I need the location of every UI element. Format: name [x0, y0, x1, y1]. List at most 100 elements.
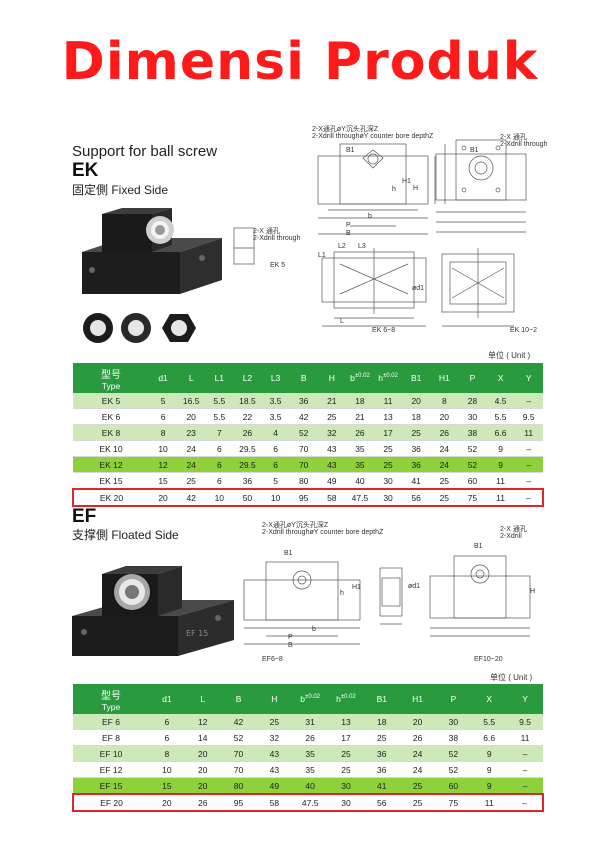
ef-header-h-small: h±0.02: [328, 684, 364, 714]
ef-dim-b1-right: B1: [474, 543, 483, 550]
ef-spec-table: 型号 Type d1 L B H b±0.02 h±0.02 B1 H1 P X…: [72, 684, 544, 812]
ef-table-header-row: 型号 Type d1 L B H b±0.02 h±0.02 B1 H1 P X…: [73, 684, 543, 714]
ek-note-mid-1: 2-X 通孔: [253, 228, 280, 235]
ef-note-top-1: 2-X通孔øY沉头孔深Z: [262, 522, 329, 529]
table-cell: 25: [363, 729, 400, 746]
table-cell: 52: [289, 424, 318, 441]
table-cell: 30: [328, 777, 364, 795]
table-cell: 7: [205, 424, 234, 441]
ek-header-y: Y: [514, 363, 543, 393]
table-cell: 18: [402, 408, 431, 425]
table-cell: 29.5: [233, 456, 262, 473]
table-cell: 30: [458, 408, 487, 425]
table-cell: 35: [345, 456, 374, 473]
table-cell: 20: [177, 408, 206, 425]
ek-header-b-small: b±0.02: [345, 363, 374, 393]
table-cell: 20: [184, 761, 221, 778]
table-cell: 70: [289, 440, 318, 457]
table-cell: 49: [256, 777, 293, 795]
table-cell: 9: [471, 745, 508, 762]
table-cell: 32: [256, 729, 293, 746]
ek-dim-l1: L1: [318, 252, 326, 259]
table-cell: 50: [233, 488, 262, 507]
table-cell: 28: [458, 393, 487, 409]
ef-header-p: P: [435, 684, 472, 714]
table-cell: 8: [149, 424, 178, 441]
ek-header-l2: L2: [233, 363, 262, 393]
ek-type-header-en: Type: [101, 380, 121, 391]
table-cell: 17: [328, 729, 364, 746]
table-cell: 22: [233, 408, 262, 425]
table-cell: 52: [458, 440, 487, 457]
table-cell: 20: [399, 714, 436, 730]
ef-dim-h1: H1: [352, 584, 361, 591]
table-cell: 15: [149, 472, 178, 490]
table-cell: 24: [177, 440, 206, 457]
table-cell: 5: [149, 393, 178, 409]
table-cell: 11: [486, 488, 515, 507]
ek-header-h-small: h±0.02: [374, 363, 403, 393]
table-cell: 9: [471, 761, 508, 778]
table-cell: 43: [256, 745, 293, 762]
table-cell: 16.5: [177, 393, 206, 409]
table-cell: 8: [149, 745, 185, 762]
table-cell: 11: [486, 472, 515, 490]
table-cell: 25: [402, 424, 431, 441]
table-cell: 80: [289, 472, 318, 490]
table-cell: 11: [507, 729, 543, 746]
ef-dim-d1: ød1: [408, 583, 421, 590]
table-cell-type: EF 20: [72, 793, 149, 812]
ek-header-l1: L1: [205, 363, 234, 393]
ek-type-header: 型号 Type: [73, 363, 149, 393]
table-cell: 36: [363, 745, 400, 762]
ek-dim-b1: B1: [346, 147, 355, 154]
ef-type-header: 型号 Type: [73, 684, 149, 714]
table-cell: 11: [514, 424, 543, 441]
table-cell: 24: [399, 761, 436, 778]
table-cell: 25: [374, 440, 403, 457]
ef-type-header-cn: 型号: [101, 690, 121, 702]
ek-header-x: X: [486, 363, 515, 393]
table-cell: 3.5: [261, 408, 290, 425]
ek-header-l3: L3: [261, 363, 290, 393]
ek-type-header-cn: 型号: [101, 369, 121, 381]
table-cell: 30: [374, 472, 403, 490]
table-cell: 4: [261, 424, 290, 441]
table-cell: 52: [458, 456, 487, 473]
ef-header-l: L: [184, 684, 221, 714]
table-cell: 20: [149, 793, 185, 812]
table-cell-type: EF 15: [73, 777, 149, 795]
ef-product-photo: EF 15: [72, 566, 234, 656]
table-cell: 11: [471, 793, 508, 812]
table-cell: –: [507, 745, 543, 762]
ek-dim-bb: B: [346, 230, 351, 237]
table-cell: 80: [220, 777, 257, 795]
table-cell: 4.5: [486, 393, 515, 409]
table-cell: 47.5: [345, 488, 374, 507]
ek-header-h: H: [317, 363, 346, 393]
ef-unit-label: 单位 ( Unit ): [490, 673, 533, 682]
table-cell: 24: [430, 456, 459, 473]
ef-header-h: H: [256, 684, 293, 714]
table-cell: 17: [374, 424, 403, 441]
ek68-drawing-label: EK 6~8: [372, 327, 396, 334]
table-cell: 60: [458, 472, 487, 490]
table-cell: 52: [435, 761, 472, 778]
ek-technical-drawing: [233, 139, 527, 327]
table-cell: 43: [317, 456, 346, 473]
table-cell: 5.5: [486, 408, 515, 425]
table-cell: 38: [458, 424, 487, 441]
ek-spec-table: 型号 Type d1 L L1 L2 L3 B H b±0.02 h±0.02 …: [72, 363, 544, 507]
table-cell: 25: [328, 761, 364, 778]
ek-dim-d1: ød1: [412, 285, 425, 292]
ek-note-mid-2: 2-Xdrill through: [253, 235, 301, 242]
table-cell: 26: [292, 729, 329, 746]
ek5-drawing-label: EK 5: [270, 262, 286, 269]
table-cell: 30: [328, 793, 364, 812]
table-cell: 14: [184, 729, 221, 746]
ef-header-d1: d1: [149, 684, 185, 714]
